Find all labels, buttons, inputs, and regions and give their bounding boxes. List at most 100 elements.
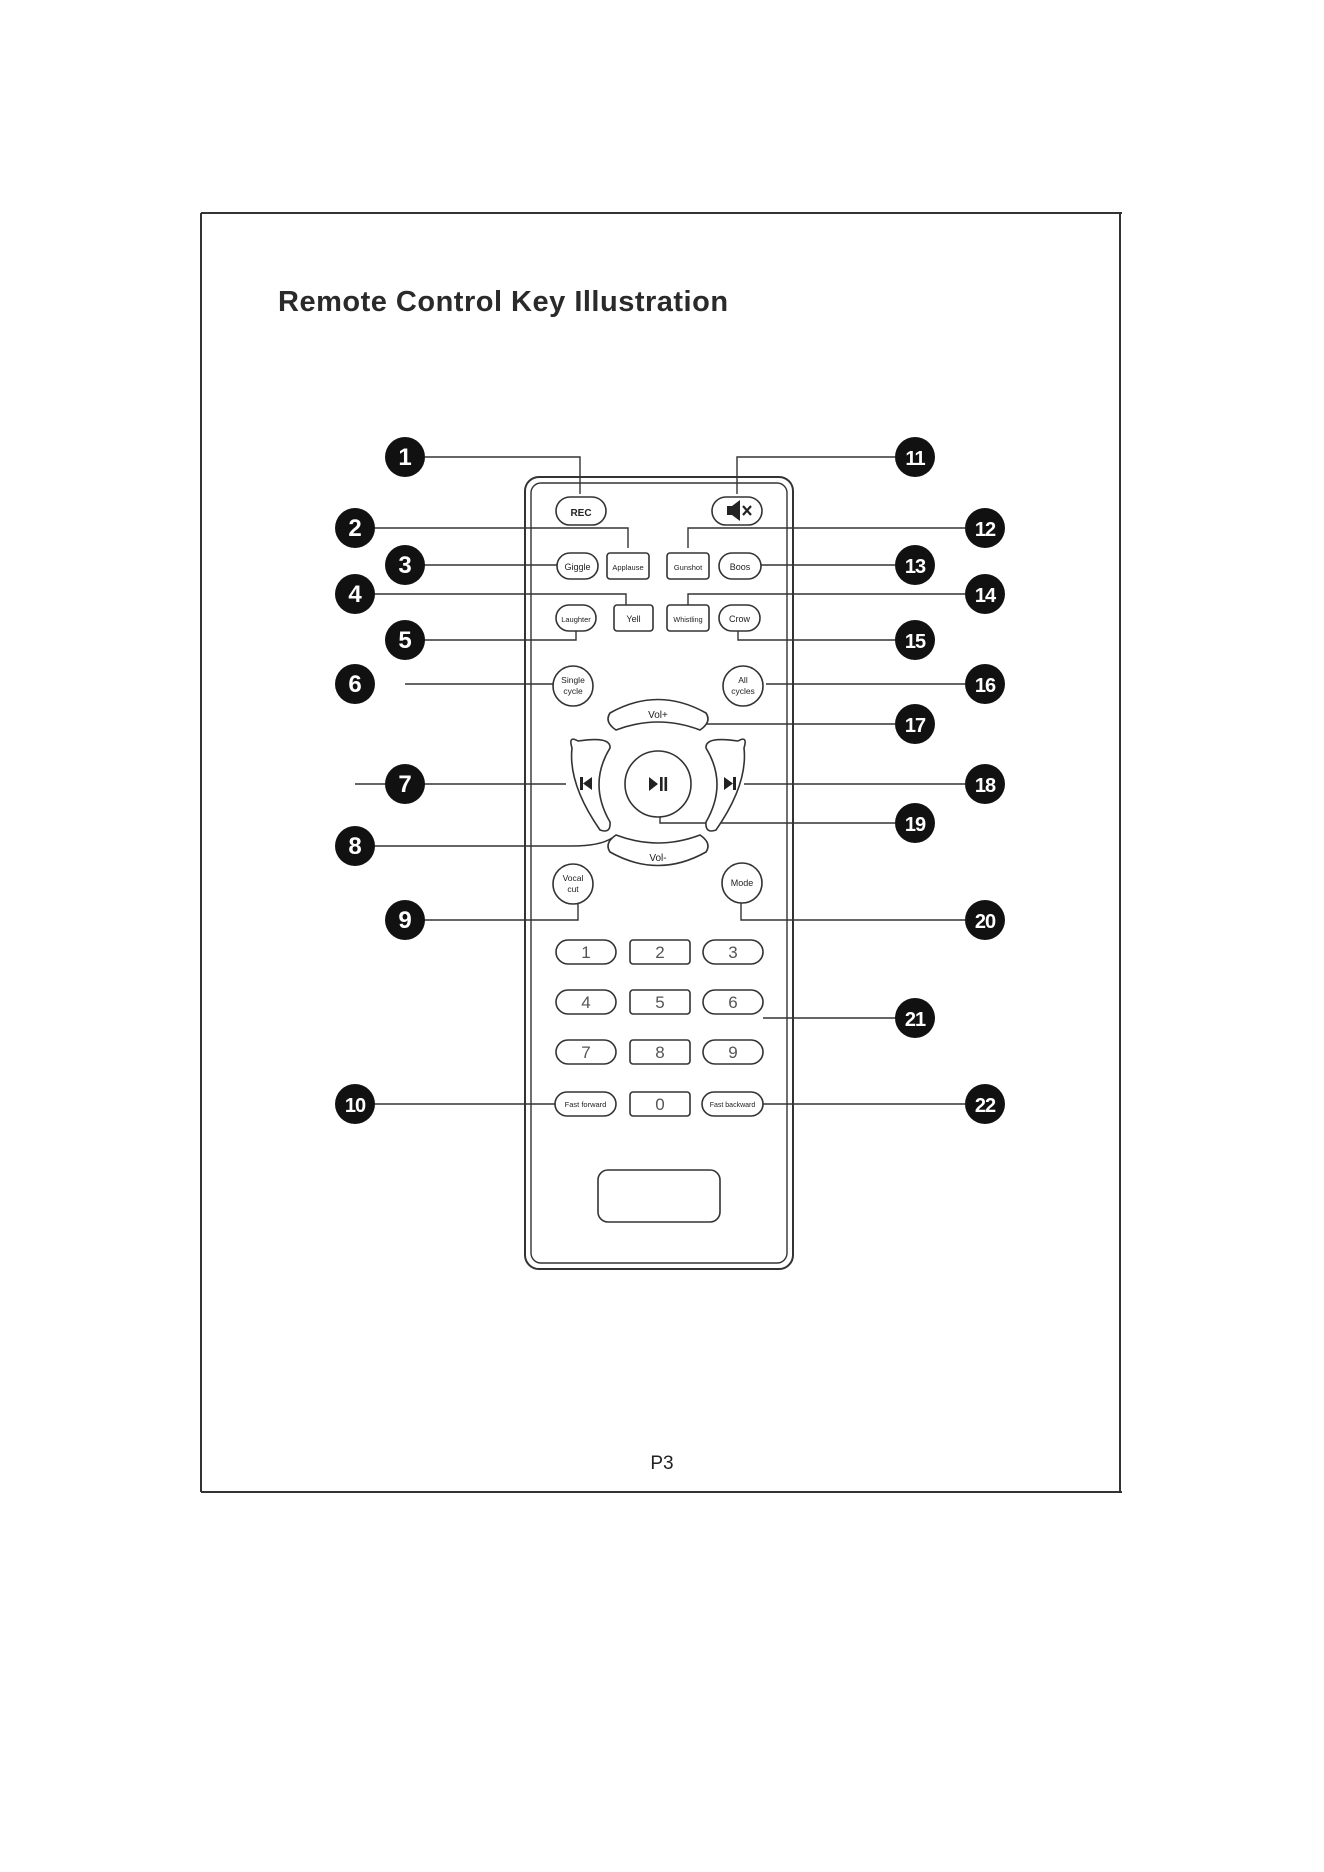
crow-label: Crow [729,614,751,624]
digit-key-0[interactable]: 0 [630,1092,690,1116]
callout-number: 12 [975,519,996,541]
callout-3: 3 [385,545,425,585]
callout-14: 14 [965,574,1005,614]
callout-2: 2 [335,508,375,548]
callout-11: 11 [895,437,935,477]
vol-up-key[interactable]: Vol+ [608,700,708,731]
callout-number: 13 [905,556,926,578]
gunshot-key[interactable]: Gunshot [667,553,709,579]
callout-number: 11 [905,448,925,470]
callout-number: 14 [975,585,997,607]
callout-number: 9 [398,907,411,934]
next-key[interactable] [706,739,745,831]
callout-18: 18 [965,764,1005,804]
callout-22: 22 [965,1084,1005,1124]
callout-6: 6 [335,664,375,704]
digit-label-5: 5 [655,993,664,1012]
digit-key-5[interactable]: 5 [630,990,690,1014]
giggle-key[interactable]: Giggle [557,553,598,579]
remote-keys: REC Giggle Applause Gunshot Boo [553,497,763,1222]
callout-number: 19 [905,814,926,836]
boos-key[interactable]: Boos [719,553,761,579]
callout-number: 2 [348,515,361,542]
digit-label-8: 8 [655,1043,664,1062]
mode-key[interactable]: Mode [722,863,762,903]
giggle-label: Giggle [564,562,590,572]
digit-key-6[interactable]: 6 [703,990,763,1014]
page-number: P3 [0,1453,1324,1475]
play-pause-key[interactable] [625,751,691,817]
digit-label-1: 1 [581,943,590,962]
fast-backward-label: Fast backward [710,1102,756,1109]
callout-20: 20 [965,900,1005,940]
rec-key[interactable]: REC [556,497,606,525]
callout-number: 18 [975,775,996,797]
digit-label-0: 0 [655,1095,664,1114]
vocal-cut-key[interactable]: Vocal cut [553,864,593,904]
mode-label: Mode [731,878,754,888]
callout-17: 17 [895,704,935,744]
digit-key-2[interactable]: 2 [630,940,690,964]
callout-number: 4 [348,581,362,608]
callout-8: 8 [335,826,375,866]
digit-key-7[interactable]: 7 [556,1040,616,1064]
callout-1: 1 [385,437,425,477]
digit-label-7: 7 [581,1043,590,1062]
gunshot-label: Gunshot [674,563,703,572]
vol-down-key[interactable]: Vol- [608,835,708,866]
single-cycle-label-1: Single [561,675,585,685]
vocal-cut-label-2: cut [567,884,579,894]
vocal-cut-label-1: Vocal [563,873,584,883]
digit-label-4: 4 [581,993,590,1012]
digit-label-9: 9 [728,1043,737,1062]
whistling-key[interactable]: Whistling [667,605,709,631]
digit-key-9[interactable]: 9 [703,1040,763,1064]
page-title: Remote Control Key Illustration [278,286,729,319]
callout-number: 17 [905,715,926,737]
digit-key-4[interactable]: 4 [556,990,616,1014]
fast-forward-key[interactable]: Fast forward [555,1092,616,1116]
previous-key[interactable] [571,739,610,831]
all-cycles-key[interactable]: All cycles [723,666,763,706]
callout-5: 5 [385,620,425,660]
mute-key[interactable] [712,497,762,525]
callout-number: 15 [905,631,926,653]
single-cycle-label-2: cycle [563,686,583,696]
callout-21: 21 [895,998,935,1038]
yell-label: Yell [626,614,640,624]
digit-label-3: 3 [728,943,737,962]
callout-number: 8 [348,833,361,860]
callout-4: 4 [335,574,375,614]
vol-down-label: Vol- [649,853,666,864]
applause-key[interactable]: Applause [607,553,649,579]
all-cycles-label-2: cycles [731,686,755,696]
digit-label-6: 6 [728,993,737,1012]
boos-label: Boos [730,562,751,572]
callout-number: 16 [975,675,996,697]
digit-key-8[interactable]: 8 [630,1040,690,1064]
callout-number: 3 [398,552,411,579]
fast-backward-key[interactable]: Fast backward [702,1092,763,1116]
ir-window [598,1170,720,1222]
digit-label-2: 2 [655,943,664,962]
callout-number: 5 [398,627,411,654]
callout-7: 7 [385,764,425,804]
digit-key-3[interactable]: 3 [703,940,763,964]
yell-key[interactable]: Yell [614,605,653,631]
laughter-key[interactable]: Laughter [556,605,596,631]
crow-key[interactable]: Crow [719,605,760,631]
callout-9: 9 [385,900,425,940]
number-keypad: 1 2 3 4 5 6 7 [556,940,763,1116]
callout-number: 1 [398,444,411,471]
callout-19: 19 [895,803,935,843]
callout-number: 7 [398,771,411,798]
callout-number: 21 [905,1009,926,1031]
vol-up-label: Vol+ [648,710,668,721]
callout-15: 15 [895,620,935,660]
digit-key-1[interactable]: 1 [556,940,616,964]
rec-label: REC [570,508,591,519]
single-cycle-key[interactable]: Single cycle [553,666,593,706]
applause-label: Applause [612,563,643,572]
callout-number: 6 [348,671,361,698]
